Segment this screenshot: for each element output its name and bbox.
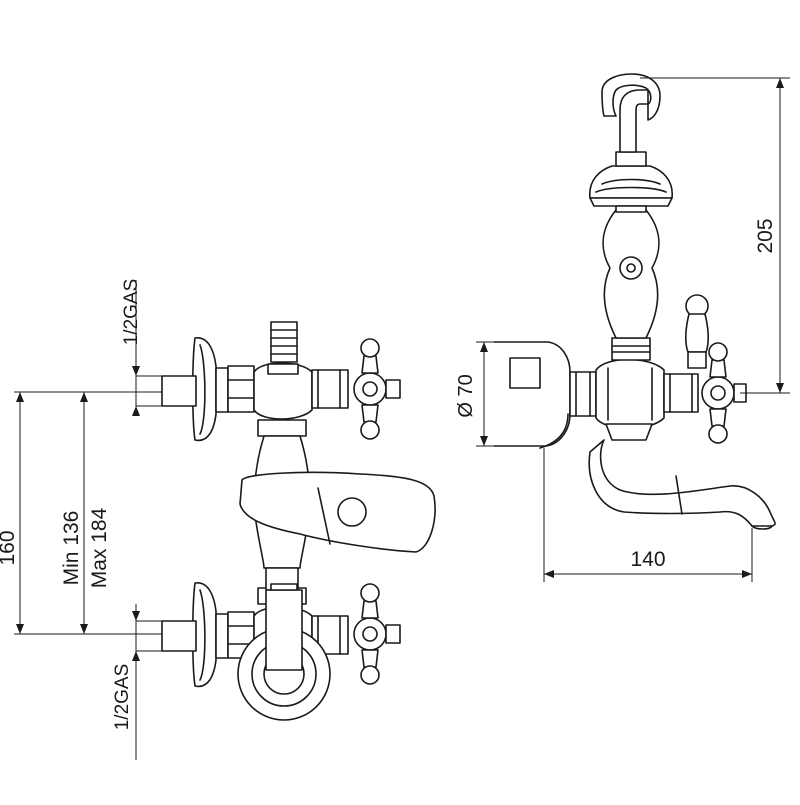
side-view <box>494 73 776 530</box>
front-spout <box>239 471 436 553</box>
bottom-wall-flange <box>161 582 229 688</box>
handshower-head <box>589 151 673 213</box>
dim-arrow <box>776 78 784 88</box>
dim-arrow <box>132 366 140 376</box>
dim-arrow <box>80 392 88 402</box>
side-cross-handle <box>701 342 747 444</box>
diverter-lever <box>684 294 710 369</box>
front-view <box>161 321 436 721</box>
dim-arrow <box>80 624 88 634</box>
dim-arrow <box>132 406 140 416</box>
dim-arrow <box>480 342 488 352</box>
side-spout <box>588 439 776 530</box>
dim-arrow <box>480 436 488 446</box>
dim-label-reach: 140 <box>630 548 665 571</box>
dim-label-diameter: Ø 70 <box>455 374 477 417</box>
dim-label-top-thread: 1/2GAS <box>121 279 142 346</box>
dim-arrow <box>16 624 24 634</box>
top-wall-flange <box>161 337 229 442</box>
dim-label-min: Min 136 <box>60 511 83 586</box>
dim-label-max: Max 184 <box>88 507 111 588</box>
dim-arrow <box>544 570 554 578</box>
dim-arrow <box>132 651 140 661</box>
right-dimensions: Ø 70 140 205 <box>455 77 790 582</box>
dim-arrow <box>132 611 140 621</box>
shower-column <box>602 209 660 361</box>
dim-label-height: 205 <box>754 218 777 253</box>
left-dimensions: 1/2GAS 1/2GAS 160 Min 136 Max 184 <box>0 279 162 760</box>
hose-outlet <box>237 583 331 721</box>
top-hex-nut <box>227 365 255 413</box>
dim-label-bottom-thread: 1/2GAS <box>112 664 133 731</box>
bottom-cross-handle <box>353 583 401 685</box>
side-wall-rosette <box>494 341 571 449</box>
side-main-body <box>569 358 699 441</box>
dim-arrow <box>742 570 752 578</box>
shower-hook <box>601 73 661 153</box>
dim-label-centers: 160 <box>0 530 19 565</box>
dim-arrow <box>16 392 24 402</box>
top-cross-handle <box>353 338 401 440</box>
top-valve-body <box>253 321 349 437</box>
dim-arrow <box>776 383 784 393</box>
